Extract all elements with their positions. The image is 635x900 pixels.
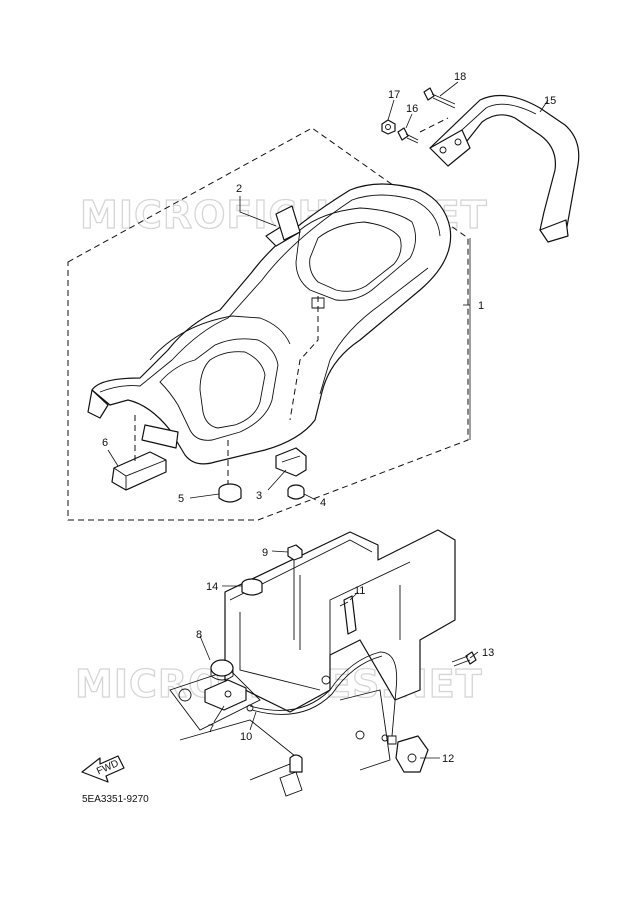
grab-bar-part-15[interactable]: [429, 94, 580, 243]
cap-part-9[interactable]: [287, 544, 303, 561]
callout-17: 17: [388, 89, 400, 101]
callout-5: 5: [178, 493, 184, 505]
rear-frame: [169, 529, 456, 781]
callout-8: 8: [196, 629, 202, 641]
lock-part-8[interactable]: [210, 659, 234, 681]
forward-arrow-icon: FWD: [81, 755, 125, 783]
callout-1: 1: [478, 300, 484, 312]
leader-lines: [107, 81, 549, 759]
callout-11: 11: [354, 585, 365, 597]
cable-part-10[interactable]: [246, 651, 398, 745]
bolt-part-16[interactable]: [397, 127, 419, 144]
lock-bracket-part-7[interactable]: [204, 679, 247, 711]
latch-part-12[interactable]: [395, 735, 429, 773]
bolt-guide-line: [419, 117, 449, 133]
damper-part-14[interactable]: [241, 578, 263, 596]
callout-12: 12: [442, 753, 454, 765]
diagram-code: 5EA3351-9270: [82, 794, 149, 805]
seat-assembly-boundary: [67, 127, 469, 521]
callout-4: 4: [320, 497, 326, 509]
callout-6: 6: [102, 437, 108, 449]
callout-7: 7: [208, 723, 214, 735]
collar: [279, 754, 303, 797]
bolt-part-18[interactable]: [423, 87, 456, 109]
callout-15: 15: [544, 95, 556, 107]
callout-3: 3: [256, 490, 262, 502]
latch-guide-line: [289, 296, 319, 421]
seat-mount-hook: [311, 297, 325, 309]
callout-9: 9: [262, 547, 268, 559]
grommet-part-4[interactable]: [287, 484, 305, 500]
callout-14: 14: [206, 581, 218, 593]
callout-2: 2: [236, 183, 242, 195]
seat-latch-part-2[interactable]: [265, 205, 301, 247]
clip-part-11[interactable]: [339, 595, 357, 635]
callout-13: 13: [482, 647, 494, 659]
callout-10: 10: [240, 731, 252, 743]
callout-18: 18: [454, 71, 466, 83]
seat-part-1[interactable]: [87, 183, 452, 465]
damper-part-5[interactable]: [218, 483, 242, 503]
callout-16: 16: [406, 103, 418, 115]
pad-part-6[interactable]: [111, 451, 167, 491]
bracket-part-3[interactable]: [275, 447, 307, 477]
nut-part-17[interactable]: [381, 119, 396, 135]
